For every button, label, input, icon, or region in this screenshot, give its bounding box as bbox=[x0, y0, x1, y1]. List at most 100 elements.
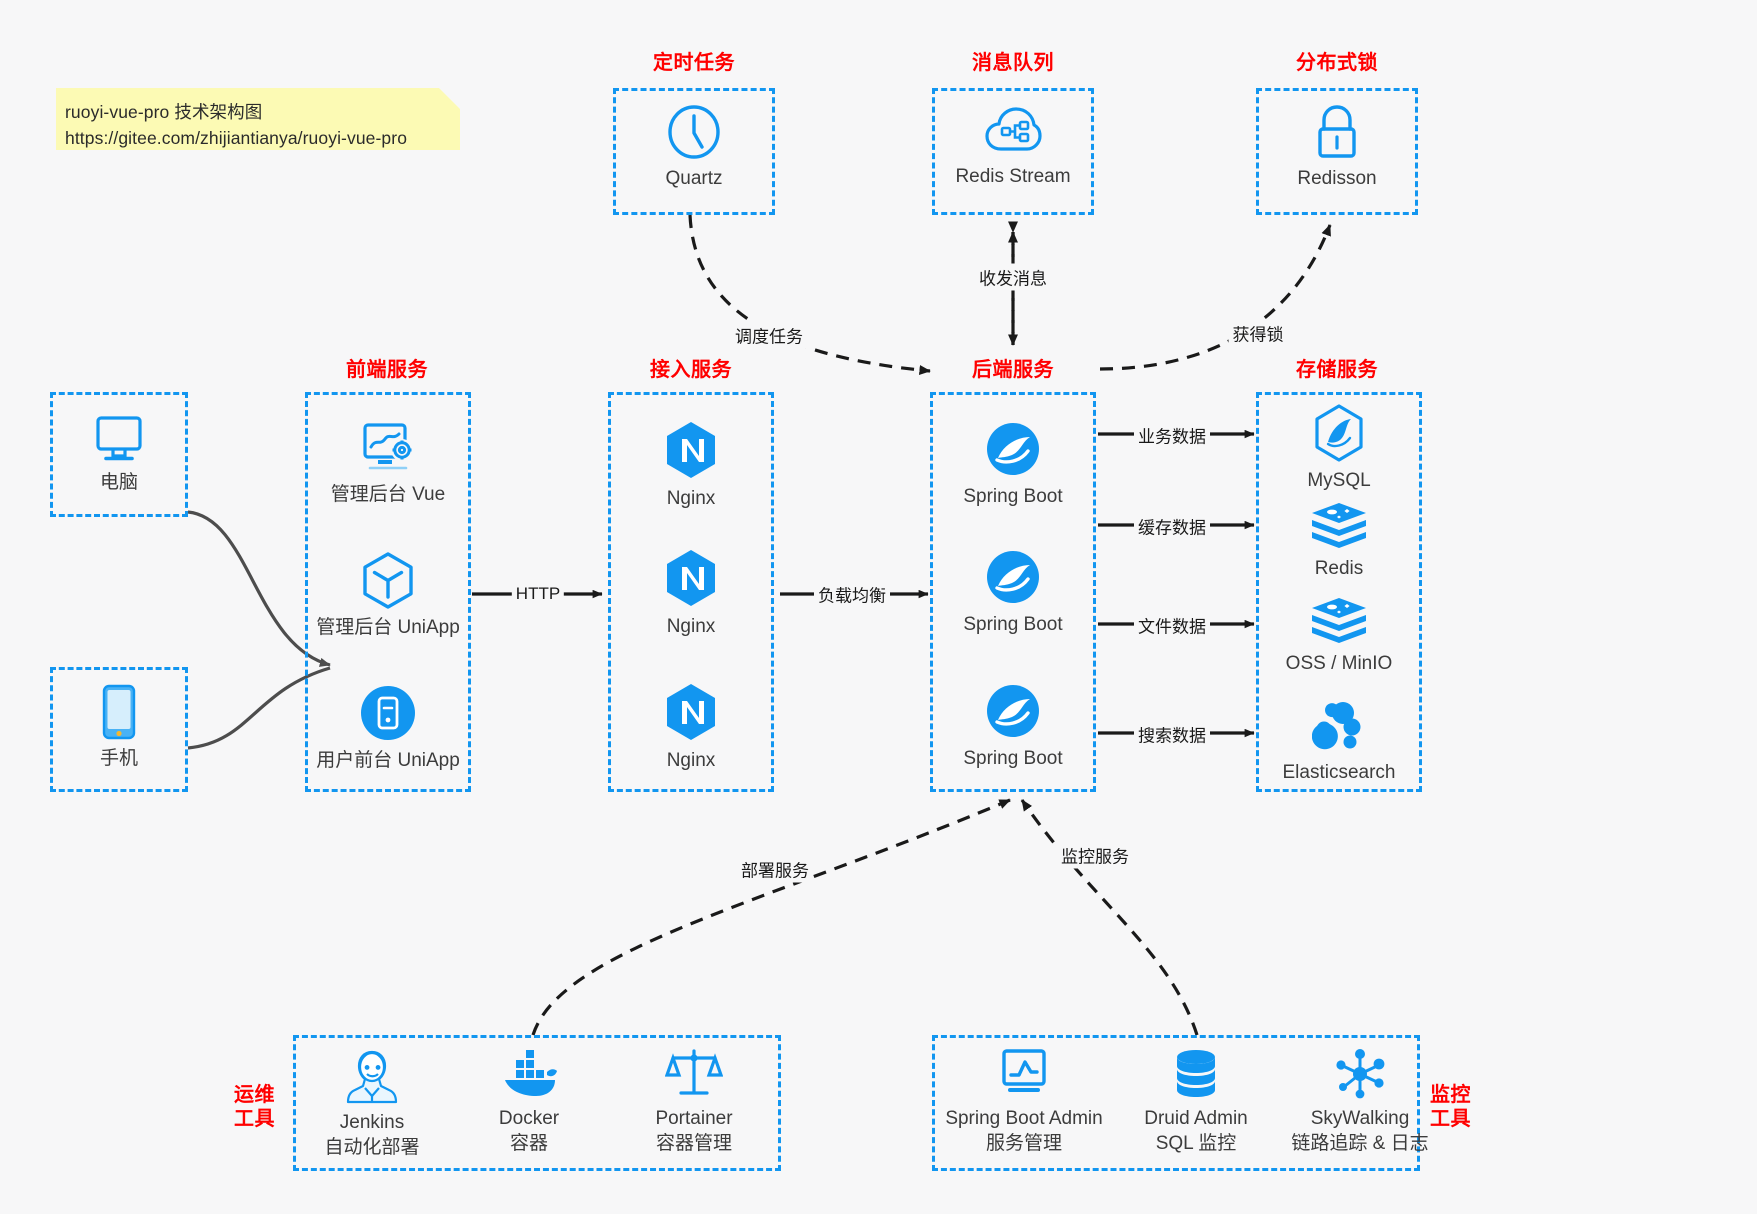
node-redis-stream[interactable]: Redis Stream bbox=[953, 104, 1073, 190]
edge-label-monitor-service: 监控服务 bbox=[1057, 841, 1133, 869]
node-mobile-client[interactable]: 手机 bbox=[59, 684, 179, 772]
node-nginx-1[interactable]: Nginx bbox=[610, 420, 772, 512]
group-box-desktop-client bbox=[50, 392, 188, 517]
wire-backend-to-redisson bbox=[1099, 224, 1332, 371]
edge-label-acquire-lock: 获得锁 bbox=[1228, 319, 1288, 347]
node-user-uniapp[interactable]: 用户前台 UniApp bbox=[307, 684, 469, 774]
portainer-scales-icon bbox=[664, 1048, 724, 1100]
node-elasticsearch[interactable]: Elasticsearch bbox=[1258, 700, 1420, 786]
note-fold-corner bbox=[439, 88, 460, 109]
skywalking-nodes-icon bbox=[1333, 1048, 1387, 1100]
group-box-storage-service bbox=[1256, 392, 1422, 792]
node-oss-minio[interactable]: OSS / MinIO bbox=[1258, 595, 1420, 677]
node-spring-boot-3[interactable]: Spring Boot bbox=[932, 682, 1094, 772]
node-label: Docker bbox=[498, 1108, 560, 1129]
caption-devops-line-2: 工具 bbox=[234, 1107, 275, 1130]
group-box-distributed-lock bbox=[1256, 88, 1418, 215]
node-sublabel: 容器管理 bbox=[655, 1132, 732, 1154]
mysql-dolphin-icon bbox=[1312, 404, 1366, 462]
node-quartz[interactable]: Quartz bbox=[634, 104, 754, 192]
clock-icon bbox=[666, 104, 722, 160]
wire-quartz-to-backend bbox=[688, 214, 931, 375]
node-label: Druid Admin bbox=[1144, 1108, 1248, 1129]
node-label: Spring Boot bbox=[963, 748, 1063, 769]
caption-monitor-line-1: 监控 bbox=[1430, 1084, 1471, 1106]
node-admin-uniapp[interactable]: 管理后台 UniApp bbox=[307, 551, 469, 641]
group-box-mobile-client bbox=[50, 667, 188, 792]
edge-label-load-balance: 负载均衡 bbox=[814, 580, 890, 608]
elasticsearch-icon bbox=[1311, 700, 1366, 754]
nginx-icon bbox=[663, 420, 719, 480]
node-label: Nginx bbox=[666, 750, 716, 771]
node-label: SkyWalking bbox=[1310, 1108, 1410, 1129]
edge-label-schedule-task: 调度任务 bbox=[731, 321, 807, 349]
node-docker[interactable]: Docker 容器 bbox=[467, 1048, 591, 1156]
node-nginx-3[interactable]: Nginx bbox=[610, 682, 772, 774]
caption-gateway-service: 接入服务 bbox=[650, 359, 732, 381]
node-spring-boot-1[interactable]: Spring Boot bbox=[932, 420, 1094, 510]
sticky-note: ruoyi-vue-pro 技术架构图 https://gitee.com/zh… bbox=[56, 88, 460, 150]
node-label: 用户前台 UniApp bbox=[316, 750, 460, 771]
padlock-icon bbox=[1311, 104, 1363, 160]
uniapp-cube-icon bbox=[360, 551, 416, 609]
caption-frontend-service: 前端服务 bbox=[346, 359, 428, 381]
node-label: 管理后台 Vue bbox=[330, 484, 446, 505]
node-redis[interactable]: Redis bbox=[1258, 500, 1420, 582]
node-label: Spring Boot Admin bbox=[945, 1108, 1103, 1129]
monitor-chart-icon bbox=[996, 1048, 1052, 1100]
node-druid-admin[interactable]: Druid Admin SQL 监控 bbox=[1118, 1048, 1274, 1156]
group-box-message-queue bbox=[932, 88, 1094, 215]
wire-monitor-to-backend bbox=[1020, 799, 1199, 1036]
object-storage-icon bbox=[1309, 595, 1369, 645]
caption-message-queue: 消息队列 bbox=[972, 52, 1054, 74]
node-nginx-2[interactable]: Nginx bbox=[610, 548, 772, 640]
node-label: OSS / MinIO bbox=[1285, 653, 1393, 674]
database-stack-icon bbox=[1171, 1048, 1221, 1100]
desktop-computer-icon bbox=[91, 412, 147, 464]
node-label: Quartz bbox=[665, 168, 723, 189]
node-sublabel: 容器 bbox=[509, 1132, 548, 1154]
edge-label-file-data: 文件数据 bbox=[1134, 611, 1210, 639]
node-label: MySQL bbox=[1307, 470, 1371, 491]
caption-distributed-lock: 分布式锁 bbox=[1296, 52, 1378, 74]
node-label: Spring Boot bbox=[963, 614, 1063, 635]
node-sublabel: 自动化部署 bbox=[324, 1136, 420, 1158]
cloud-stream-icon bbox=[984, 104, 1042, 158]
group-box-monitor-tools bbox=[932, 1035, 1420, 1171]
node-label: Elasticsearch bbox=[1282, 762, 1396, 783]
spring-boot-icon bbox=[984, 548, 1042, 606]
caption-monitor-tools: 监控 工具 bbox=[1430, 1084, 1471, 1131]
node-portainer[interactable]: Portainer 容器管理 bbox=[632, 1048, 756, 1156]
node-spring-boot-2[interactable]: Spring Boot bbox=[932, 548, 1094, 638]
node-sublabel: 链路追踪 & 日志 bbox=[1291, 1132, 1429, 1154]
mobile-app-icon bbox=[359, 684, 417, 742]
node-mysql[interactable]: MySQL bbox=[1258, 404, 1420, 494]
node-label: Nginx bbox=[666, 616, 716, 637]
nginx-icon bbox=[663, 548, 719, 608]
wire-devops-deploy-to-backend bbox=[531, 798, 1011, 1036]
edge-label-business-data: 业务数据 bbox=[1134, 421, 1210, 449]
node-label: Redis Stream bbox=[955, 166, 1071, 187]
caption-monitor-line-2: 工具 bbox=[1430, 1107, 1471, 1130]
node-sublabel: 服务管理 bbox=[985, 1132, 1062, 1154]
node-label: 管理后台 UniApp bbox=[316, 617, 460, 638]
node-jenkins[interactable]: Jenkins 自动化部署 bbox=[310, 1048, 434, 1160]
node-redisson[interactable]: Redisson bbox=[1277, 104, 1397, 192]
group-box-gateway-service bbox=[608, 392, 774, 792]
node-desktop-client[interactable]: 电脑 bbox=[59, 412, 179, 496]
caption-devops-line-1: 运维 bbox=[234, 1084, 275, 1106]
caption-devops-tools: 运维 工具 bbox=[234, 1084, 275, 1131]
node-skywalking[interactable]: SkyWalking 链路追踪 & 日志 bbox=[1272, 1048, 1448, 1156]
node-sublabel: SQL 监控 bbox=[1155, 1132, 1237, 1154]
edge-label-deploy-service: 部署服务 bbox=[737, 855, 813, 883]
group-box-backend-service bbox=[930, 392, 1096, 792]
nginx-icon bbox=[663, 682, 719, 742]
node-label: 手机 bbox=[99, 748, 138, 769]
spring-boot-icon bbox=[984, 420, 1042, 478]
edge-label-send-receive-message: 收发消息 bbox=[975, 263, 1051, 291]
caption-scheduled-task: 定时任务 bbox=[653, 52, 735, 74]
note-line-2: https://gitee.com/zhijiantianya/ruoyi-vu… bbox=[65, 128, 408, 149]
node-spring-boot-admin[interactable]: Spring Boot Admin 服务管理 bbox=[936, 1048, 1112, 1156]
node-admin-vue[interactable]: 管理后台 Vue bbox=[307, 420, 469, 508]
